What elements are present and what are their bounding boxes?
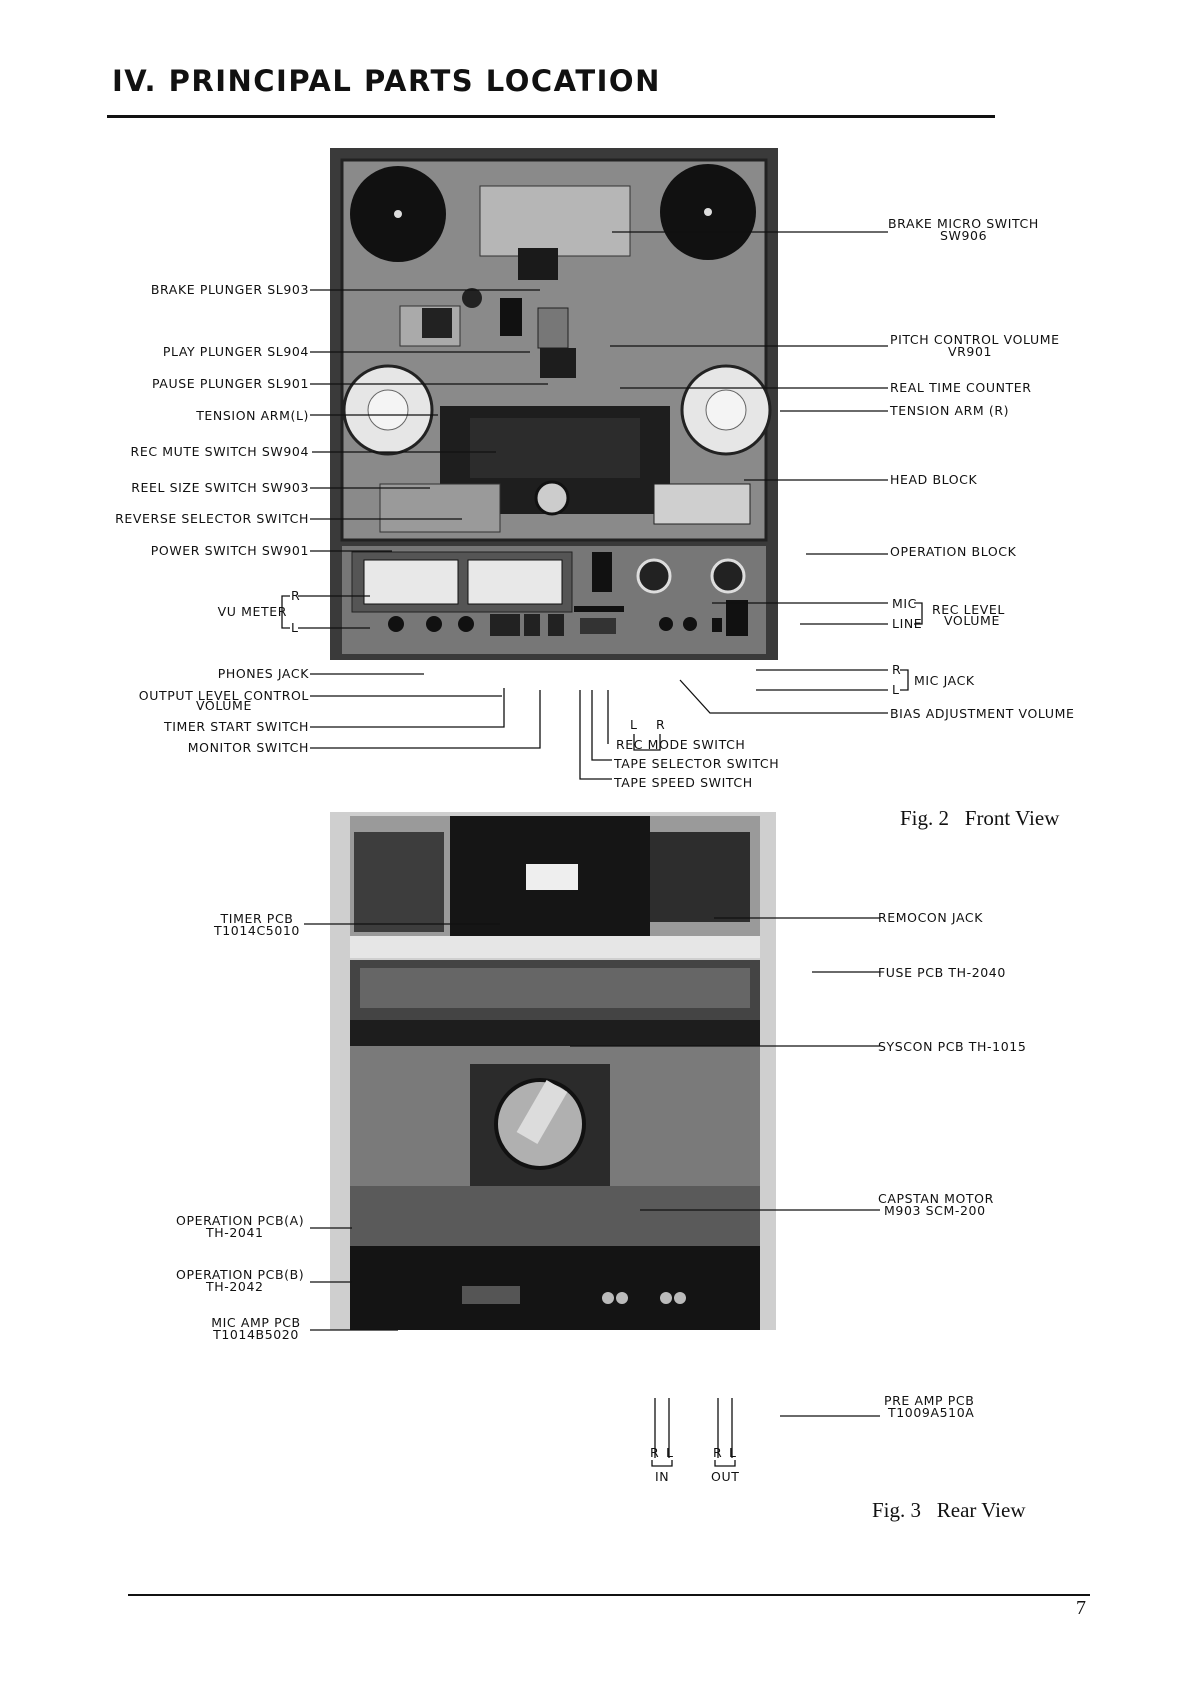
fig3-caption: Fig. 3 Rear View	[872, 1498, 1026, 1522]
label-fuse-pcb: FUSE PCB TH-2040	[878, 965, 1006, 980]
label-power-switch: POWER SWITCH SW901	[150, 543, 309, 558]
label-timer-pcb-number: T1014C5010	[214, 923, 300, 938]
label-tape-speed-switch: TAPE SPEED SWITCH	[614, 775, 753, 790]
label-operation-pcb-a: OPERATION PCB(A)	[176, 1213, 305, 1228]
label-output-level-control: OUTPUT LEVEL CONTROL	[138, 688, 309, 703]
label-brake-micro-switch: BRAKE MICRO SWITCH	[888, 216, 1039, 231]
label-jack-l: L	[892, 682, 900, 697]
label-tension-arm-r: TENSION ARM (R)	[890, 403, 1010, 418]
label-operation-pcb-b: OPERATION PCB(B)	[176, 1267, 305, 1282]
label-out-r: R	[713, 1445, 723, 1460]
label-vu-meter: VU METER	[217, 604, 287, 619]
label-output-level-volume: VOLUME	[196, 698, 252, 713]
label-mic-amp-pcb: MIC AMP PCB	[211, 1315, 301, 1330]
label-rec-mode-r: R	[656, 717, 666, 732]
label-pitch-control-volume: PITCH CONTROL VOLUME	[890, 332, 1060, 347]
label-capstan-motor-number: M903 SCM-200	[884, 1203, 986, 1218]
front-view-photo	[330, 148, 778, 660]
label-mic-amp-pcb-number: T1014B5020	[213, 1327, 299, 1342]
label-out-l: L	[729, 1445, 737, 1460]
label-mic-jack: MIC JACK	[914, 673, 975, 688]
label-line: LINE	[892, 616, 923, 631]
label-remocon-jack: REMOCON JACK	[878, 910, 984, 925]
label-reverse-selector-switch: REVERSE SELECTOR SWITCH	[115, 511, 309, 526]
label-rec-mode-l: L	[630, 717, 638, 732]
label-mic: MIC	[892, 596, 917, 611]
label-in-l: L	[666, 1445, 674, 1460]
label-brake-plunger: BRAKE PLUNGER SL903	[150, 282, 309, 297]
label-vu-r: R	[291, 588, 301, 603]
rear-view-photo	[330, 812, 776, 1330]
label-rec-mute-switch: REC MUTE SWITCH SW904	[130, 444, 309, 459]
header-rule	[107, 115, 995, 118]
label-vu-l: L	[291, 620, 299, 635]
label-brake-micro-sw906: SW906	[940, 228, 988, 243]
label-in-r: R	[650, 1445, 660, 1460]
label-pre-amp-pcb: PRE AMP PCB	[884, 1393, 975, 1408]
label-timer-start-switch: TIMER START SWITCH	[163, 719, 309, 734]
label-play-plunger: PLAY PLUNGER SL904	[162, 344, 309, 359]
page-number: 7	[1076, 1597, 1086, 1619]
label-in: IN	[655, 1469, 670, 1484]
label-tension-arm-l: TENSION ARM(L)	[196, 408, 309, 423]
label-rec-mode-switch: REC MODE SWITCH	[616, 737, 746, 752]
label-real-time-counter: REAL TIME COUNTER	[890, 380, 1032, 395]
label-head-block: HEAD BLOCK	[890, 472, 978, 487]
label-operation-block: OPERATION BLOCK	[890, 544, 1017, 559]
footer-rule	[128, 1594, 1090, 1596]
label-tape-selector-switch: TAPE SELECTOR SWITCH	[614, 756, 780, 771]
label-operation-pcb-a-number: TH-2041	[206, 1225, 264, 1240]
label-capstan-motor: CAPSTAN MOTOR	[878, 1191, 994, 1206]
label-syscon-pcb: SYSCON PCB TH-1015	[878, 1039, 1027, 1054]
label-operation-pcb-b-number: TH-2042	[206, 1279, 264, 1294]
label-bias-adjustment-volume: BIAS ADJUSTMENT VOLUME	[890, 706, 1075, 721]
label-phones-jack: PHONES JACK	[217, 666, 309, 681]
label-jack-r: R	[892, 662, 902, 677]
label-pre-amp-pcb-number: T1009A510A	[888, 1405, 975, 1420]
label-monitor-switch: MONITOR SWITCH	[187, 740, 309, 755]
label-rec-level-volume: VOLUME	[944, 613, 1000, 628]
fig2-caption: Fig. 2 Front View	[900, 806, 1060, 830]
page-title: IV. PRINCIPAL PARTS LOCATION	[112, 64, 661, 98]
label-timer-pcb: TIMER PCB	[220, 911, 294, 926]
label-pitch-control-vr901: VR901	[948, 344, 993, 359]
label-reel-size-switch: REEL SIZE SWITCH SW903	[131, 480, 309, 495]
label-rec-level: REC LEVEL	[932, 602, 1005, 617]
label-out: OUT	[711, 1469, 740, 1484]
label-pause-plunger: PAUSE PLUNGER SL901	[151, 376, 309, 391]
